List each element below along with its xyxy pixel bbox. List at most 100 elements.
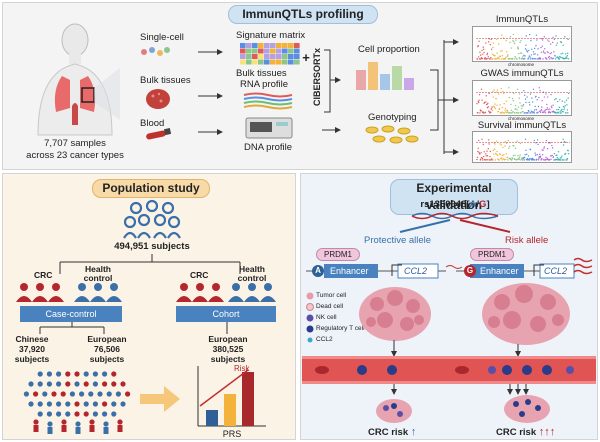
legend-tumor-label: Tumor cell bbox=[316, 292, 347, 299]
manhattan-point bbox=[488, 41, 490, 43]
source-arrows bbox=[198, 49, 223, 135]
crowd-person-head bbox=[61, 419, 67, 425]
manhattan-point bbox=[492, 96, 495, 98]
manhattan-point bbox=[505, 56, 507, 59]
heatmap-cell bbox=[294, 59, 300, 65]
manhattan-point bbox=[526, 96, 528, 98]
manhattan-point bbox=[563, 108, 565, 111]
crowd-person-dot bbox=[37, 381, 43, 387]
manhattan-point bbox=[533, 111, 535, 113]
manhattan-point bbox=[486, 150, 488, 152]
manhattan-point bbox=[555, 44, 558, 46]
manhattan-point bbox=[509, 36, 512, 38]
european-subjects: subjects bbox=[89, 354, 125, 364]
manhattan-point bbox=[549, 112, 552, 114]
manhattan-point bbox=[489, 150, 492, 153]
heatmap-cell bbox=[246, 59, 252, 65]
gwas-xlabel: chromosome bbox=[508, 116, 535, 121]
manhattan-point bbox=[507, 139, 510, 142]
manhattan-point bbox=[506, 110, 509, 112]
manhattan-point bbox=[529, 58, 532, 60]
manhattan-point bbox=[478, 40, 480, 42]
heatmap-cell bbox=[294, 48, 300, 54]
manhattan-point bbox=[553, 110, 555, 113]
cc-split-lines bbox=[39, 322, 105, 334]
manhattan-point bbox=[477, 139, 480, 142]
manhattan-point bbox=[487, 106, 489, 108]
manhattan-point bbox=[481, 99, 483, 101]
manhattan-point bbox=[508, 145, 511, 148]
crowd-person-dot bbox=[111, 411, 117, 417]
manhattan-point bbox=[500, 50, 502, 52]
manhattan-point bbox=[501, 111, 503, 113]
manhattan-point bbox=[562, 52, 564, 55]
manhattan-point bbox=[551, 58, 553, 60]
crowd-person-dot bbox=[51, 391, 57, 397]
manhattan-point bbox=[488, 159, 491, 161]
manhattan-point bbox=[486, 52, 489, 55]
manhattan-point bbox=[510, 47, 512, 49]
heatmap-cell bbox=[264, 59, 270, 65]
manhattan-point bbox=[517, 48, 520, 50]
legend-ccl2-label: CCL2 bbox=[316, 336, 333, 343]
manhattan-point bbox=[485, 159, 488, 161]
manhattan-point bbox=[558, 112, 560, 114]
manhattan-point bbox=[559, 98, 561, 101]
crowd-person-body bbox=[47, 427, 53, 434]
manhattan-point bbox=[521, 52, 523, 54]
manhattan-point bbox=[519, 52, 522, 54]
manhattan-point bbox=[501, 154, 504, 157]
crowd-person-dot bbox=[92, 411, 98, 417]
crowd-person-dot bbox=[120, 381, 126, 387]
manhattan-point bbox=[544, 159, 547, 161]
manhattan-point bbox=[529, 93, 532, 95]
manhattan-point bbox=[560, 53, 562, 55]
manhattan-point bbox=[482, 155, 485, 158]
manhattan-point bbox=[550, 158, 552, 160]
manhattan-point bbox=[480, 152, 482, 154]
crowd-person-dot bbox=[88, 391, 94, 397]
manhattan-point bbox=[497, 57, 500, 59]
manhattan-point bbox=[567, 97, 569, 99]
tumor-arrows bbox=[391, 340, 521, 357]
manhattan-point bbox=[536, 158, 538, 161]
manhattan-point bbox=[542, 159, 545, 161]
manhattan-point bbox=[535, 142, 537, 144]
cohort-health-label-2: control bbox=[237, 273, 267, 283]
manhattan-point bbox=[504, 141, 507, 143]
crowd-person-body bbox=[75, 427, 81, 434]
manhattan-point bbox=[511, 57, 514, 60]
manhattan-point bbox=[527, 57, 530, 59]
manhattan-point bbox=[535, 34, 538, 36]
manhattan-point bbox=[566, 55, 569, 57]
manhattan-point bbox=[497, 110, 500, 113]
top-panel-title: ImmunQTLs profiling bbox=[228, 5, 378, 24]
protective-risk-arrow: ↑ bbox=[410, 426, 417, 438]
manhattan-point bbox=[492, 159, 494, 161]
manhattan-point bbox=[553, 51, 555, 53]
crowd-person-dot bbox=[56, 381, 62, 387]
manhattan-point bbox=[546, 39, 549, 41]
cohort-crc-label: CRC bbox=[190, 270, 209, 280]
manhattan-point bbox=[521, 159, 524, 161]
manhattan-point bbox=[534, 47, 536, 50]
manhattan-point bbox=[524, 154, 526, 156]
manhattan-point bbox=[540, 46, 542, 49]
crowd-person-dot bbox=[125, 391, 131, 397]
heatmap-cell bbox=[252, 54, 258, 59]
manhattan-point bbox=[540, 109, 543, 111]
dna-helix-icon bbox=[411, 212, 499, 220]
manhattan-point bbox=[501, 55, 504, 57]
manhattan-point bbox=[485, 58, 488, 60]
manhattan-point bbox=[485, 153, 487, 155]
manhattan-point bbox=[531, 159, 533, 161]
manhattan-point bbox=[562, 159, 564, 161]
manhattan-point bbox=[511, 111, 513, 114]
manhattan-point bbox=[520, 112, 522, 114]
manhattan-point bbox=[541, 157, 543, 160]
manhattan-point bbox=[564, 57, 566, 60]
manhattan-point bbox=[526, 153, 528, 155]
manhattan-point bbox=[566, 109, 569, 111]
manhattan-point bbox=[530, 54, 533, 56]
crowd-person-body bbox=[103, 427, 109, 434]
